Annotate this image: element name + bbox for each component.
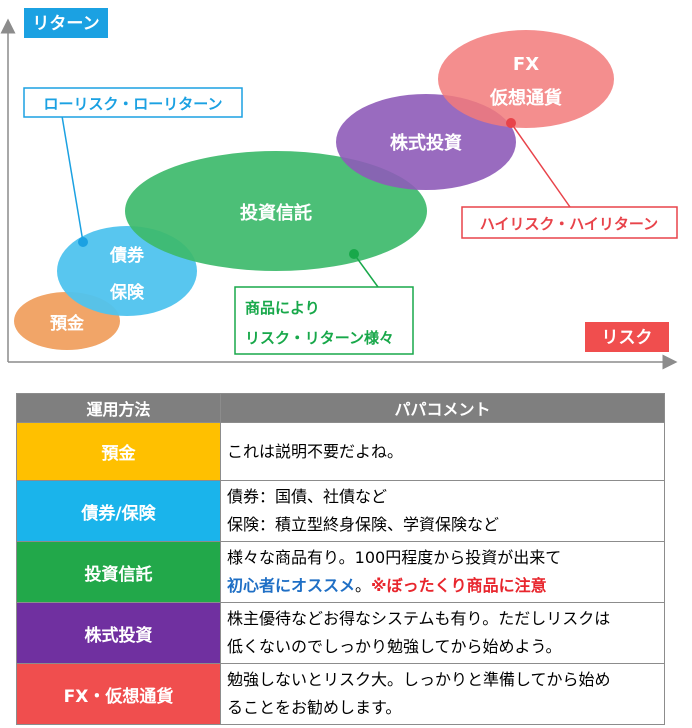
comment-cell: 株主優待などお得なシステムも有り。ただしリスクは低くないのでしっかり勉強してから… [220, 602, 665, 664]
comment-line: 様々な商品有り。100円程度から投資が出来て [227, 544, 658, 572]
comment-text: 。 [355, 576, 372, 595]
svg-text:ハイリスク・ハイリターン: ハイリスク・ハイリターン [480, 215, 658, 233]
comment-text: 保険：積立型終身保険、学資保険など [227, 515, 500, 534]
svg-text:預金: 預金 [50, 313, 85, 334]
method-cell: 債券/保険 [16, 480, 221, 542]
comment-text: 株主優待などお得なシステムも有り。ただしリスクは [227, 609, 611, 628]
svg-text:投資信託: 投資信託 [240, 202, 312, 224]
svg-text:保険: 保険 [109, 282, 145, 303]
svg-text:商品により: 商品により [245, 299, 320, 317]
svg-text:株式投資: 株式投資 [390, 132, 462, 154]
comment-line: 初心者にオススメ。※ぼったくり商品に注意 [227, 572, 658, 600]
bubble-stocks: 株式投資 [336, 94, 516, 190]
svg-text:リターン: リターン [32, 14, 99, 34]
callout-variety: 商品により リスク・リターン様々 [234, 249, 414, 355]
comment-line: これは説明不要だよね。 [227, 438, 658, 466]
investment-comment-table: 運用方法 パパコメント 預金これは説明不要だよね。債券/保険債券：国債、社債など… [16, 393, 665, 725]
callout-low-risk-low-return: ローリスク・ローリターン [23, 87, 243, 247]
header-method: 運用方法 [16, 393, 221, 423]
y-axis-label: リターン [24, 8, 108, 38]
method-cell: FX・仮想通貨 [16, 663, 221, 725]
warning-text: ※ぼったくり商品に注意 [371, 576, 547, 595]
comment-text: 債券：国債、社債など [227, 487, 388, 506]
row-bonds-insurance: 債券/保険債券：国債、社債など保険：積立型終身保険、学資保険など [16, 480, 665, 542]
method-cell: 株式投資 [16, 602, 221, 664]
svg-text:債券: 債券 [109, 245, 145, 266]
recommend-text: 初心者にオススメ [227, 576, 356, 595]
header-comment: パパコメント [220, 393, 665, 423]
callout-high-risk-high-return: ハイリスク・ハイリターン [461, 118, 678, 239]
comment-line: 保険：積立型終身保険、学資保険など [227, 511, 658, 539]
comment-text: 様々な商品有り。100円程度から投資が出来て [227, 548, 562, 567]
comment-cell: 様々な商品有り。100円程度から投資が出来て初心者にオススメ。※ぼったくり商品に… [220, 541, 665, 603]
comment-line: 低くないのでしっかり勉強してから始めよう。 [227, 633, 658, 661]
comment-line: 勉強しないとリスク大。しっかりと準備してから始め [227, 666, 658, 694]
comment-text: 勉強しないとリスク大。しっかりと準備してから始め [227, 670, 611, 689]
method-cell: 預金 [16, 422, 221, 481]
comment-cell: これは説明不要だよね。 [220, 422, 665, 481]
comment-text: ることをお勧めします。 [227, 698, 402, 717]
comment-line: 債券：国債、社債など [227, 483, 658, 511]
comment-text: これは説明不要だよね。 [227, 441, 404, 461]
row-investment-trust: 投資信託様々な商品有り。100円程度から投資が出来て初心者にオススメ。※ぼったく… [16, 541, 665, 603]
method-cell: 投資信託 [16, 541, 221, 603]
svg-text:リスク・リターン様々: リスク・リターン様々 [245, 329, 394, 347]
risk-return-diagram: リターン リスク 預金 債券 保険 投資信託 株式投資 FX 仮想通貨 ローリス… [0, 8, 678, 370]
svg-text:仮想通貨: 仮想通貨 [489, 87, 562, 109]
row-stocks: 株式投資株主優待などお得なシステムも有り。ただしリスクは低くないのでしっかり勉強… [16, 602, 665, 664]
comment-line: ることをお勧めします。 [227, 694, 658, 722]
svg-text:ローリスク・ローリターン: ローリスク・ローリターン [44, 95, 223, 113]
comment-cell: 債券：国債、社債など保険：積立型終身保険、学資保険など [220, 480, 665, 542]
bubble-investment-trust: 投資信託 [125, 151, 427, 271]
row-fx-crypto: FX・仮想通貨勉強しないとリスク大。しっかりと準備してから始めることをお勧めしま… [16, 663, 665, 725]
svg-text:リスク: リスク [602, 328, 653, 348]
comment-cell: 勉強しないとリスク大。しっかりと準備してから始めることをお勧めします。 [220, 663, 665, 725]
comment-text: 低くないのでしっかり勉強してから始めよう。 [227, 637, 562, 656]
row-deposit: 預金これは説明不要だよね。 [16, 422, 665, 481]
table-header-row: 運用方法 パパコメント [16, 393, 665, 423]
svg-text:FX: FX [513, 54, 539, 75]
comment-line: 株主優待などお得なシステムも有り。ただしリスクは [227, 605, 658, 633]
x-axis-label: リスク [585, 322, 669, 352]
bubble-fx-crypto: FX 仮想通貨 [438, 30, 614, 128]
